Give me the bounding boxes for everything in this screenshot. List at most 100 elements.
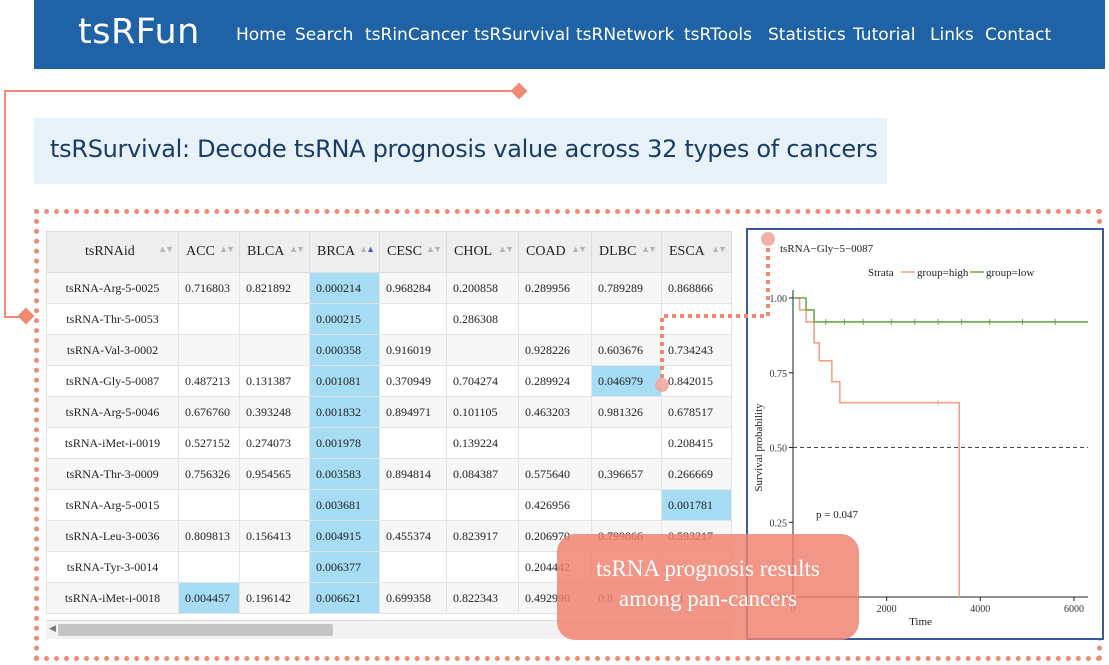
pvalue-cell: 0.916019 (379, 334, 447, 366)
plot-title: tsRNA−Gly−5−0087 (780, 243, 874, 255)
col-header-esca[interactable]: ESCA▲▼ (661, 231, 732, 273)
tsrna-id-cell: tsRNA-Leu-3-0036 (46, 520, 179, 552)
sort-icon[interactable]: ▲▼ (158, 244, 174, 254)
pvalue-cell: 0.868866 (661, 272, 732, 304)
p-value-annotation: p = 0.047 (816, 509, 858, 521)
nav-link-tutorial[interactable]: Tutorial (853, 25, 916, 45)
brand-logo[interactable]: tsRFun (78, 12, 200, 52)
scroll-thumb[interactable] (58, 624, 333, 636)
nav-link-search[interactable]: Search (295, 25, 354, 45)
callout-line-2: among pan-cancers (618, 586, 798, 611)
pvalue-cell: 0.208415 (661, 427, 732, 459)
pvalue-cell: 0.001781 (661, 489, 732, 521)
sort-ascending-icon[interactable]: ▲▲ (359, 244, 375, 254)
col-header-blca[interactable]: BLCA▲▼ (239, 231, 310, 273)
survival-curve-high (793, 297, 961, 597)
sort-icon[interactable]: ▲▼ (219, 244, 235, 254)
col-header-coad[interactable]: COAD▲▼ (518, 231, 592, 273)
tsrna-id-cell: tsRNA-Gly-5-0087 (46, 365, 179, 397)
pvalue-cell: 0.196142 (239, 582, 310, 614)
col-header-brca[interactable]: BRCA▲▲ (309, 231, 380, 273)
pvalue-cell (239, 334, 310, 366)
tsrna-id-cell: tsRNA-Arg-5-0015 (46, 489, 179, 521)
sort-icon[interactable]: ▲▼ (498, 244, 514, 254)
page-title: tsRSurvival: Decode tsRNA prognosis valu… (50, 135, 878, 163)
pvalue-cell: 0.699358 (379, 582, 447, 614)
nav-link-tsrtools[interactable]: tsRTools (684, 25, 752, 45)
tsrna-id-cell: tsRNA-Thr-5-0053 (46, 303, 179, 335)
pvalue-cell: 0.004457 (178, 582, 240, 614)
nav-link-tsrincancer[interactable]: tsRinCancer (365, 25, 468, 45)
pvalue-cell: 0.003681 (309, 489, 380, 521)
sort-icon[interactable]: ▲▼ (641, 244, 657, 254)
x-tick-label: 2000 (877, 604, 897, 615)
pvalue-cell: 0.393248 (239, 396, 310, 428)
pvalue-cell (379, 303, 447, 335)
scroll-left-icon[interactable]: ◀ (49, 623, 56, 633)
pvalue-cell: 0.704274 (446, 365, 519, 397)
connector-marker-start (17, 307, 35, 325)
pvalue-cell: 0.156413 (239, 520, 310, 552)
col-header-chol[interactable]: CHOL▲▼ (446, 231, 519, 273)
pvalue-cell (591, 303, 662, 335)
pvalue-cell: 0.000215 (309, 303, 380, 335)
pvalue-cell: 0.527152 (178, 427, 240, 459)
pvalue-cell (178, 303, 240, 335)
sort-icon[interactable]: ▲▼ (289, 244, 305, 254)
nav-link-statistics[interactable]: Statistics (768, 25, 846, 45)
table-row[interactable]: tsRNA-Arg-5-0015 0.003681 0.426956 0.001781 (46, 489, 732, 521)
pvalue-cell (178, 489, 240, 521)
pvalue-cell: 0.981326 (591, 396, 662, 428)
page-title-box: tsRSurvival: Decode tsRNA prognosis valu… (34, 118, 887, 184)
pvalue-cell: 0.463203 (518, 396, 592, 428)
nav-link-tsrnetwork[interactable]: tsRNetwork (576, 25, 675, 45)
pvalue-cell (239, 303, 310, 335)
top-navbar: tsRFun Home Search tsRinCancer tsRSurviv… (34, 0, 1105, 69)
pvalue-cell: 0.289924 (518, 365, 592, 397)
pvalue-cell: 0.101105 (446, 396, 519, 428)
col-header-acc[interactable]: ACC▲▼ (178, 231, 240, 273)
sort-icon[interactable]: ▲▼ (426, 244, 442, 254)
pvalue-cell: 0.823917 (446, 520, 519, 552)
tsrna-id-cell: tsRNA-iMet-i-0019 (46, 427, 179, 459)
col-header-tsrnaid[interactable]: tsRNAid▲▼ (46, 231, 179, 273)
nav-link-home[interactable]: Home (236, 25, 287, 45)
callout-bubble: tsRNA prognosis results among pan-cancer… (557, 534, 859, 640)
sort-icon[interactable]: ▲▼ (571, 244, 587, 254)
pvalue-cell: 0.968284 (379, 272, 447, 304)
callout-line-1: tsRNA prognosis results (596, 556, 820, 581)
pvalue-cell: 0.928226 (518, 334, 592, 366)
nav-link-contact[interactable]: Contact (985, 25, 1052, 45)
pvalue-cell: 0.396657 (591, 458, 662, 490)
tsrna-id-cell: tsRNA-Val-3-0002 (46, 334, 179, 366)
pvalue-cell: 0.822343 (446, 582, 519, 614)
pvalue-cell: 0.756326 (178, 458, 240, 490)
pvalue-cell: 0.676760 (178, 396, 240, 428)
pvalue-cell: 0.821892 (239, 272, 310, 304)
pvalue-cell (178, 334, 240, 366)
pvalue-cell: 0.487213 (178, 365, 240, 397)
pvalue-cell: 0.289956 (518, 272, 592, 304)
pvalue-cell: 0.001832 (309, 396, 380, 428)
nav-link-links[interactable]: Links (930, 25, 974, 45)
y-tick-label: 0.50 (770, 444, 788, 455)
col-header-cesc[interactable]: CESC▲▼ (379, 231, 447, 273)
pvalue-cell: 0.139224 (446, 427, 519, 459)
pvalue-cell: 0.004915 (309, 520, 380, 552)
pvalue-cell: 0.426956 (518, 489, 592, 521)
pvalue-cell (518, 303, 592, 335)
survival-curve-low (793, 297, 1088, 323)
pvalue-cell: 0.370949 (379, 365, 447, 397)
nav-link-tsrsurvival[interactable]: tsRSurvival (474, 25, 570, 45)
legend-title: Strata (868, 267, 894, 279)
pvalue-cell: 0.954565 (239, 458, 310, 490)
sort-icon[interactable]: ▲▼ (711, 244, 727, 254)
col-header-dlbc[interactable]: DLBC▲▼ (591, 231, 662, 273)
